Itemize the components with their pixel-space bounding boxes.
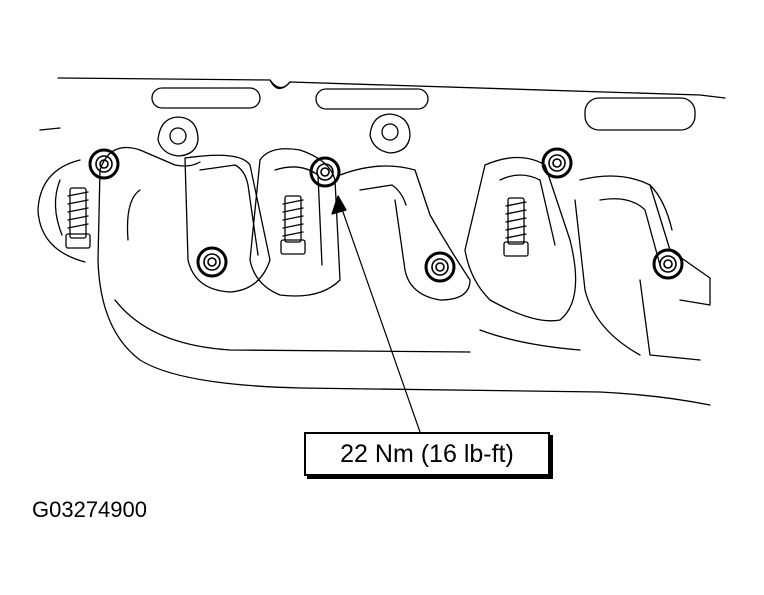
figure-id-label: G03274900: [32, 497, 147, 522]
nut-1: [88, 148, 120, 180]
studs: [65, 187, 529, 257]
gasket-outline: [39, 77, 726, 131]
stud-2: [280, 195, 306, 255]
nut-4: [424, 251, 456, 283]
torque-callout-text: 22 Nm (16 lb-ft): [340, 439, 514, 468]
nut-2: [196, 246, 228, 278]
nut-6: [652, 248, 684, 280]
nut-3: [309, 156, 341, 188]
manifold-nuts: [88, 147, 684, 283]
manifold-body: [97, 146, 711, 406]
left-port: [37, 159, 86, 263]
torque-callout-box: 22 Nm (16 lb-ft): [304, 432, 550, 476]
stud-1: [65, 187, 91, 249]
bolt-bosses: [157, 113, 411, 157]
callout-arrowhead: [331, 195, 347, 215]
callout-leader: [331, 195, 421, 433]
nut-5: [541, 147, 573, 179]
stud-3: [503, 197, 529, 257]
